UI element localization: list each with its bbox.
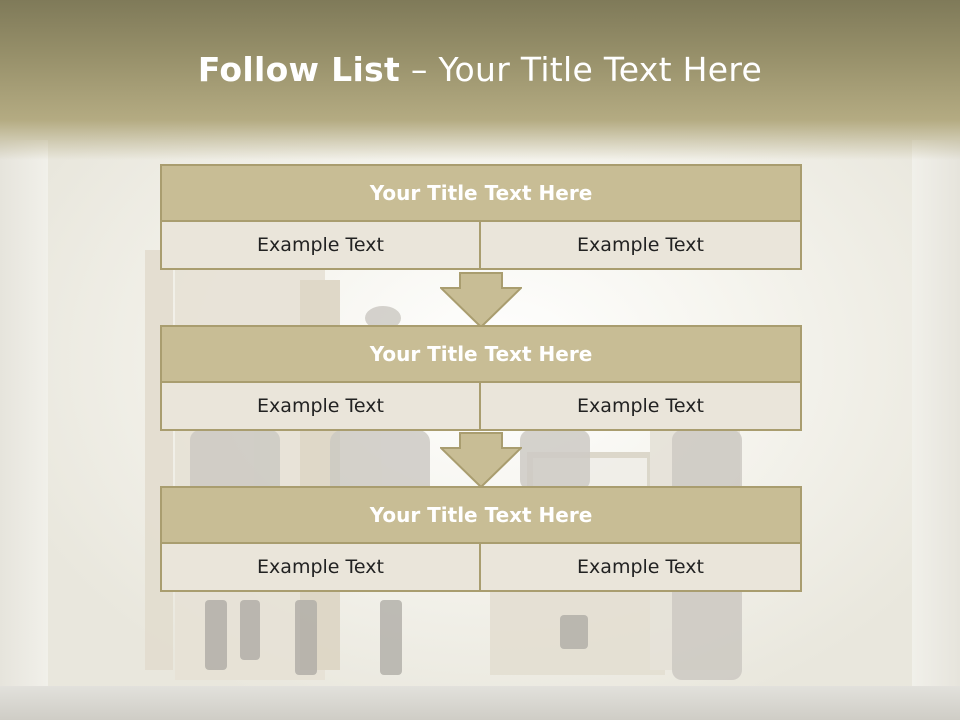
block-cell-right: Example Text	[479, 220, 802, 270]
header-band	[0, 0, 960, 160]
block-title: Your Title Text Here	[160, 164, 802, 222]
page-title: Follow List – Your Title Text Here	[0, 50, 960, 89]
block-cell-left: Example Text	[160, 220, 481, 270]
down-arrow-icon	[440, 272, 522, 328]
down-arrow-icon	[440, 432, 522, 488]
block-cell-right: Example Text	[479, 381, 802, 431]
title-rest: – Your Title Text Here	[400, 50, 763, 89]
title-bold: Follow List	[197, 50, 401, 89]
block-title: Your Title Text Here	[160, 486, 802, 544]
background-floor	[0, 686, 960, 720]
follow-block-3: Your Title Text Here Example Text Exampl…	[160, 486, 802, 592]
block-cell-left: Example Text	[160, 542, 481, 592]
block-title: Your Title Text Here	[160, 325, 802, 383]
block-cell-left: Example Text	[160, 381, 481, 431]
background-niche-right	[912, 140, 960, 686]
follow-block-1: Your Title Text Here Example Text Exampl…	[160, 164, 802, 270]
block-cell-right: Example Text	[479, 542, 802, 592]
background-niche-left	[0, 140, 48, 686]
follow-block-2: Your Title Text Here Example Text Exampl…	[160, 325, 802, 431]
